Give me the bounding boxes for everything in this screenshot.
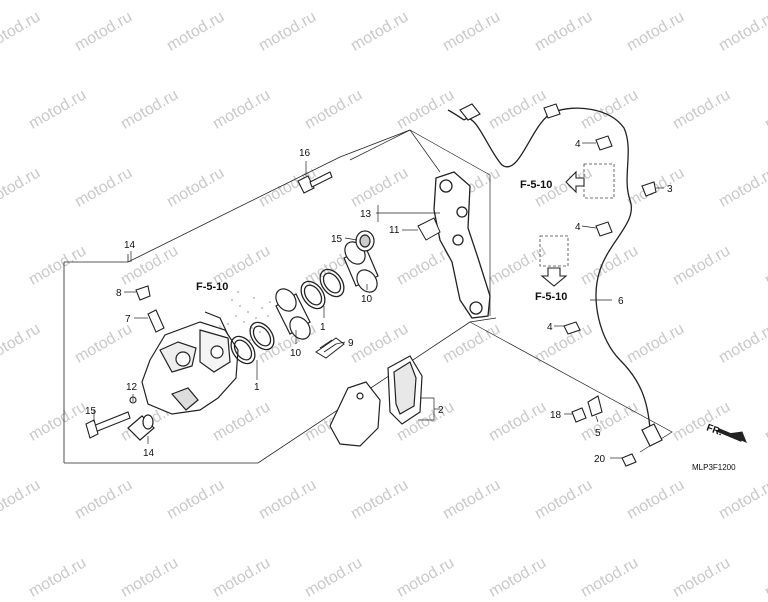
callout-16: 14	[124, 240, 136, 251]
caliper-bracket	[433, 171, 491, 319]
bleed-screw	[147, 309, 165, 333]
bracket-frame	[349, 129, 491, 316]
bleed-cap	[135, 285, 151, 301]
sensor-connector	[459, 103, 561, 121]
cable-clamps	[563, 135, 657, 335]
piston-lower	[275, 288, 311, 340]
front-label: FR.	[705, 423, 724, 439]
caliper-body	[141, 311, 239, 415]
parts-diagram: 16 14 13 15 11 8 7 12 15 14 1 1 10 10 9 …	[63, 103, 747, 472]
leader-lines	[93, 142, 664, 459]
pad-spring	[315, 337, 345, 359]
callout-20: 16	[299, 148, 311, 159]
ref-label-upper: F-5-10	[520, 179, 552, 191]
callout-4-low: 4	[547, 322, 553, 333]
callout-5: 5	[595, 428, 601, 439]
brake-pad-rear	[329, 381, 381, 447]
callout-17: 13	[360, 209, 372, 220]
bracket-clip	[417, 217, 441, 241]
pin-boot	[355, 230, 375, 252]
wheel-speed-sensor	[641, 423, 663, 447]
callout-8: 7	[125, 314, 131, 325]
callout-15: 15	[85, 406, 97, 417]
pin-plug	[127, 414, 155, 441]
pad-pin	[85, 411, 131, 439]
callout-18: 18	[550, 410, 562, 421]
callout-19: 20	[594, 454, 606, 465]
reference-arrows	[540, 170, 585, 287]
caliper-shading	[227, 291, 271, 341]
callout-11: 12	[126, 382, 138, 393]
sensor-bolts	[571, 395, 637, 467]
callout-9: 8	[116, 288, 122, 299]
callout-10-upper: 10	[361, 294, 373, 305]
callout-4-top: 4	[575, 139, 581, 150]
callout-4-mid: 4	[575, 222, 581, 233]
callout-2: 2	[438, 405, 444, 416]
callout-6: 6	[618, 296, 624, 307]
bolt-20	[297, 171, 333, 194]
brake-pad-front	[387, 355, 423, 425]
front-direction-arrow	[717, 428, 747, 443]
ref-label-caliper: F-5-10	[196, 281, 228, 293]
callout-12: 11	[389, 225, 400, 236]
callout-13: 14	[143, 448, 155, 459]
ref-label-lower: F-5-10	[535, 291, 567, 303]
callout-1-lower: 1	[254, 382, 260, 393]
sensor-frame	[469, 321, 673, 453]
callout-14: 15	[331, 234, 343, 245]
callout-1-upper: 1	[320, 322, 326, 333]
callout-3: 3	[667, 184, 673, 195]
callout-10-lower: 10	[290, 348, 302, 359]
piston-seal-set-lower	[230, 321, 275, 365]
callout-7: 9	[348, 338, 354, 349]
reference-labels: F-5-10 F-5-10 F-5-10	[196, 179, 567, 303]
sensor-cable	[447, 107, 651, 431]
piston-seal-set-upper	[300, 268, 345, 310]
diagram-code: MLP3F1200	[692, 463, 736, 472]
callout-labels: 16 14 13 15 11 8 7 12 15 14 1 1 10 10 9 …	[85, 139, 673, 465]
